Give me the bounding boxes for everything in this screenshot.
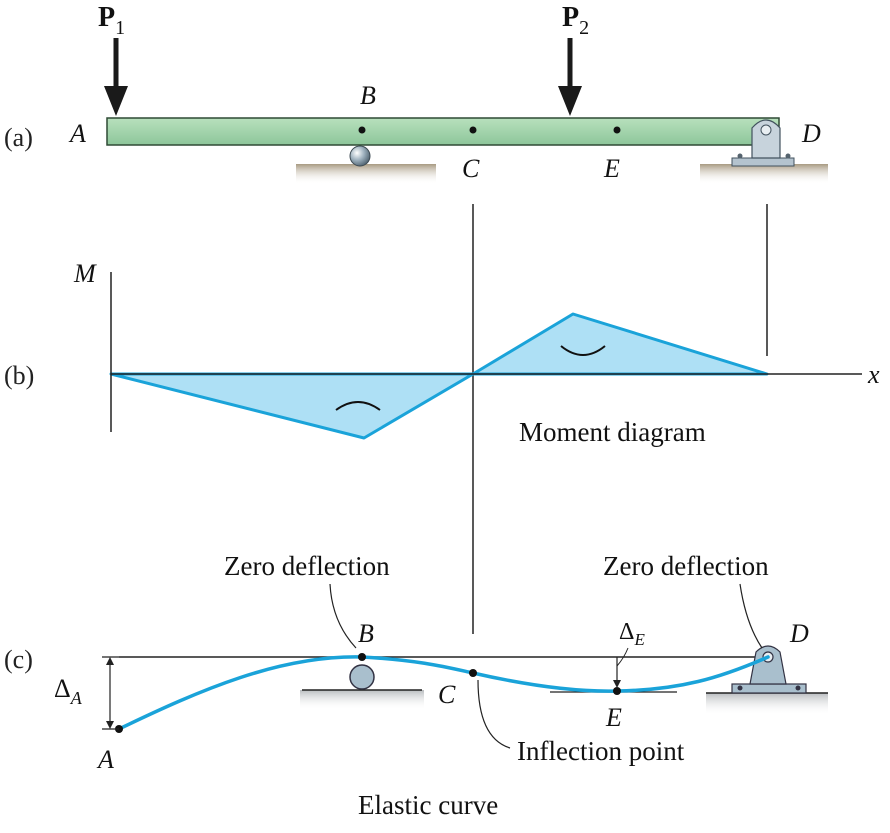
moment-axis-x-label: x: [867, 360, 880, 389]
moment-diagram-caption: Moment diagram: [519, 417, 706, 447]
curve-label-b: B: [358, 619, 374, 648]
load-p2-label: P2: [562, 2, 589, 39]
curve-label-a: A: [96, 745, 114, 774]
pin-support-d: [731, 119, 795, 167]
moment-hogging-curvature-symbol: [335, 401, 381, 411]
load-p2-arrow: [558, 38, 582, 116]
zero-deflection-right-label: Zero deflection: [603, 551, 769, 581]
beam-label-e: E: [603, 154, 620, 183]
part-a-beam: (a) P1 P2 A B: [4, 2, 828, 184]
delta-a-dimension: [102, 656, 119, 730]
leader-zero-deflection-right: [739, 583, 763, 649]
roller-support-b: [349, 145, 371, 167]
part-a-label: (a): [4, 123, 33, 152]
beam-label-d: D: [801, 119, 821, 148]
beam-label-c: C: [462, 154, 480, 183]
curve-ground-d: [706, 693, 828, 715]
part-c-elastic-curve: (c) ΔA: [4, 551, 828, 820]
moment-axis-m-label: M: [73, 259, 97, 288]
load-p1-label: P1: [98, 2, 125, 39]
part-b-label: (b): [4, 361, 34, 390]
zero-deflection-left-label: Zero deflection: [224, 551, 390, 581]
load-p1-arrow: [104, 38, 128, 116]
curve-roller-b: [349, 664, 375, 690]
beam-label-b: B: [360, 81, 376, 110]
curve-ground-b: [300, 690, 424, 710]
delta-e-label: ΔE: [619, 619, 645, 649]
curve-point-b-dot: [358, 653, 366, 661]
leader-zero-deflection-left: [329, 583, 357, 649]
beam-body: [106, 117, 780, 146]
part-b-moment-diagram: (b) M x Moment diagram: [4, 259, 880, 447]
delta-e-dimension: [613, 647, 629, 688]
beam-point-b-dot: [358, 126, 366, 134]
curve-label-e: E: [605, 703, 622, 732]
beam-point-c-dot: [469, 126, 477, 134]
curve-point-c-dot: [469, 669, 477, 677]
ground-b: [296, 164, 436, 184]
leader-inflection-point: [477, 679, 511, 749]
elastic-curve-caption: Elastic curve: [358, 790, 498, 820]
moment-positive-region: [471, 312, 769, 376]
curve-label-c: C: [438, 680, 456, 709]
beam-point-e-dot: [613, 126, 621, 134]
inflection-point-label: Inflection point: [517, 736, 685, 766]
curve-label-d: D: [789, 619, 809, 648]
ground-d: [700, 164, 828, 184]
moment-negative-region: [109, 372, 475, 440]
delta-a-label: ΔA: [54, 674, 83, 708]
part-c-label: (c): [4, 645, 33, 674]
beam-label-a: A: [68, 119, 86, 148]
curve-point-e-dot: [613, 687, 621, 695]
curve-pin-support-d: [731, 645, 807, 694]
moment-sagging-curvature-symbol: [560, 345, 606, 356]
